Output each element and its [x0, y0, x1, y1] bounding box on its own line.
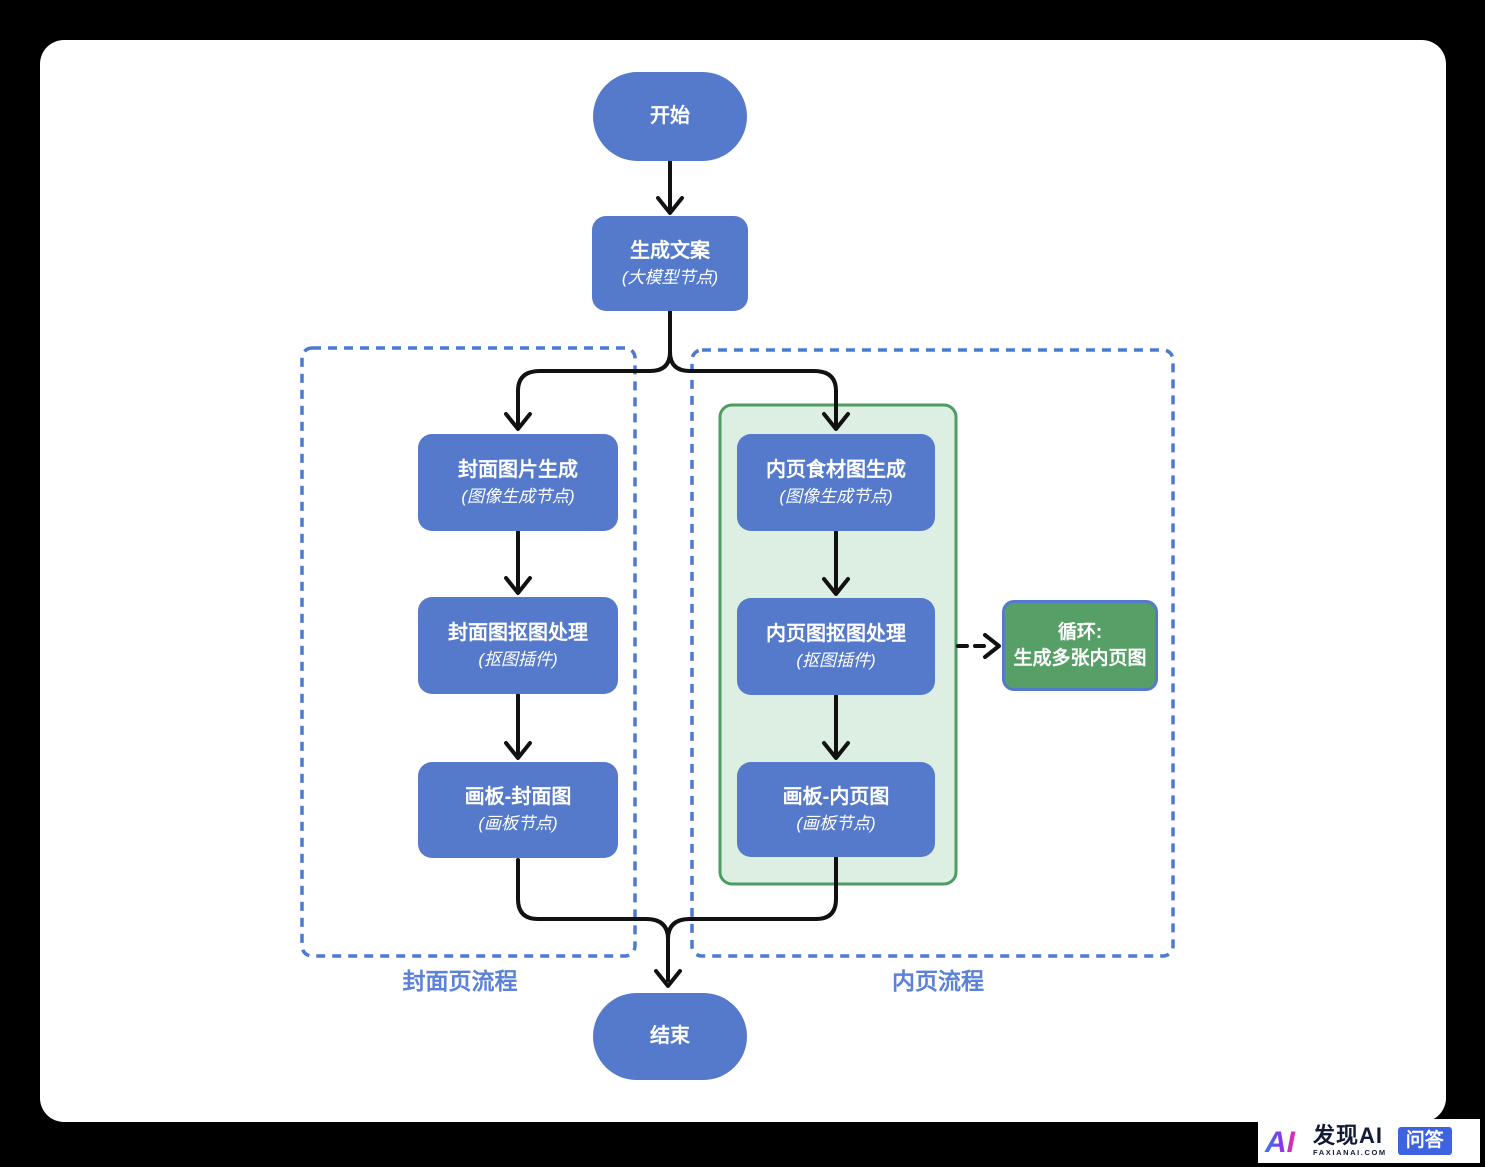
node-board-cover: 画板-封面图 (画板节点): [418, 762, 618, 858]
edge-split-left: [516, 310, 672, 426]
node-generate-copy: 生成文案 (大模型节点): [592, 216, 748, 311]
arrowhead: [504, 741, 532, 760]
loop-line1: 循环:: [1057, 621, 1103, 643]
node-title: 内页食材图生成: [766, 458, 906, 481]
arrowhead: [654, 969, 682, 988]
brand-domain: FAXIANAI.COM: [1313, 1148, 1387, 1158]
arrowhead: [983, 633, 1001, 659]
node-title: 画板-内页图: [782, 785, 890, 808]
arrowhead: [822, 412, 850, 431]
edge-merge-left: [516, 858, 670, 982]
node-end: 结束: [593, 993, 747, 1080]
node-loop-note: 循环: 生成多张内页图: [1002, 600, 1158, 691]
node-title: 封面图抠图处理: [448, 621, 588, 644]
node-subtitle: (画板节点): [796, 813, 876, 833]
arrowhead: [504, 576, 532, 595]
logo-ai-text: AI: [1264, 1126, 1296, 1159]
node-title: 画板-封面图: [464, 786, 572, 808]
edge-split-right: [668, 310, 838, 426]
node-inner-matting: 内页图抠图处理 (抠图插件): [737, 598, 935, 695]
watermark: AI 发现AI FAXIANAI.COM 问答: [1258, 1119, 1480, 1163]
cover-flow-group-border: [300, 346, 637, 958]
edge-merge-right: [666, 856, 838, 982]
node-title: 封面图片生成: [458, 458, 578, 481]
node-subtitle: (抠图插件): [478, 649, 558, 669]
node-inner-food-image-gen: 内页食材图生成 (图像生成节点): [737, 434, 935, 531]
watermark-brand: 发现AI FAXIANAI.COM: [1313, 1125, 1387, 1157]
connectors: [504, 160, 1001, 988]
arrowhead: [504, 412, 532, 431]
arrowhead: [822, 741, 850, 760]
node-title: 生成文案: [630, 239, 710, 262]
qa-badge: 问答: [1397, 1127, 1452, 1155]
node-subtitle: (大模型节点): [621, 267, 719, 287]
node-cover-matting: 封面图抠图处理 (抠图插件): [418, 597, 618, 694]
node-cover-image-gen: 封面图片生成 (图像生成节点): [418, 434, 618, 531]
node-end-label: 结束: [650, 1025, 690, 1047]
node-subtitle: (抠图插件): [796, 650, 876, 670]
node-board-inner: 画板-内页图 (画板节点): [737, 762, 935, 857]
node-start-label: 开始: [650, 105, 690, 127]
node-subtitle: (图像生成节点): [779, 486, 893, 506]
node-start: 开始: [593, 72, 747, 161]
loop-line2: 生成多张内页图: [1013, 647, 1147, 669]
cover-flow-group-label: 封面页流程: [402, 968, 518, 994]
node-title: 内页图抠图处理: [766, 622, 906, 645]
arrowhead: [656, 196, 684, 215]
arrowhead: [822, 577, 850, 596]
node-subtitle: (图像生成节点): [461, 486, 575, 506]
node-subtitle: (画板节点): [478, 814, 558, 833]
brand-name: 发现AI: [1313, 1123, 1384, 1149]
faxian-ai-logo-icon: AI: [1264, 1126, 1296, 1159]
inner-flow-group-border: [690, 348, 1175, 958]
inner-flow-group-label: 内页流程: [892, 968, 984, 994]
